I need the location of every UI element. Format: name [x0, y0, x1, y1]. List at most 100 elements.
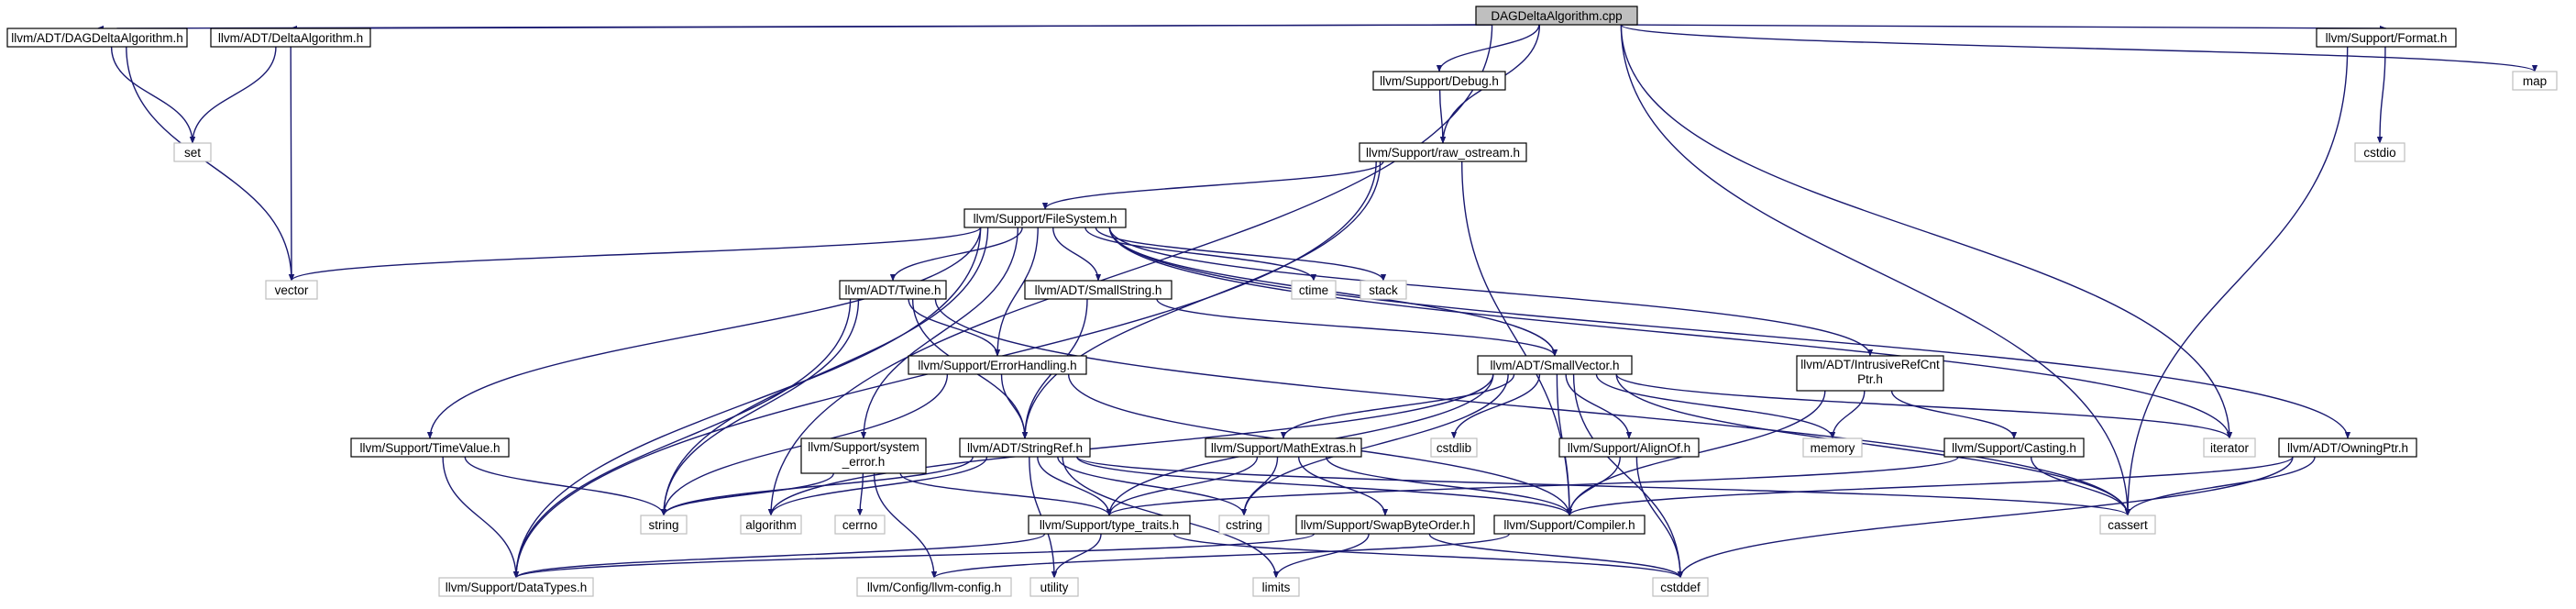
edge-sup_format-to-cstdio: [2376, 46, 2386, 144]
edge-mathextras-to-cstring: [1240, 456, 1279, 516]
node-root[interactable]: DAGDeltaAlgorithm.cpp: [1475, 6, 1638, 26]
node-timevalue[interactable]: llvm/Support/TimeValue.h: [350, 437, 510, 458]
node-casting[interactable]: llvm/Support/Casting.h: [1943, 437, 2085, 458]
node-compiler[interactable]: llvm/Support/Compiler.h: [1493, 515, 1646, 535]
node-box-utility: [1029, 577, 1079, 597]
node-label-owningptr: llvm/ADT/OwningPtr.h: [2287, 441, 2408, 455]
node-label-adt_delta: llvm/ADT/DeltaAlgorithm.h: [218, 31, 363, 45]
node-label-typetraits: llvm/Support/type_traits.h: [1040, 518, 1179, 532]
node-typetraits[interactable]: llvm/Support/type_traits.h: [1028, 515, 1191, 535]
edge-typetraits-to-utility: [1051, 533, 1102, 579]
node-smallvector[interactable]: llvm/ADT/SmallVector.h: [1477, 355, 1633, 375]
node-label-cstddef: cstddef: [1660, 581, 1701, 594]
node-cerrno: cerrno: [834, 515, 886, 535]
edge-filesystem-to-iterator: [1108, 227, 2233, 439]
edge-syserror-to-llvmconfig: [873, 472, 938, 579]
node-box-syserror: [800, 437, 927, 474]
edge-swapbyteorder-to-datatypes: [513, 533, 1316, 579]
edge-owningptr-to-compiler: [1566, 456, 2294, 516]
edge-owningptr-to-cstddef: [1677, 456, 2294, 579]
node-box-sup_debug: [1372, 71, 1506, 91]
edge-twine-to-string: [660, 298, 860, 516]
node-adt_dag[interactable]: llvm/ADT/DAGDeltaAlgorithm.h: [6, 28, 188, 48]
node-box-intrusive: [1796, 355, 1944, 392]
node-filesystem[interactable]: llvm/Support/FileSystem.h: [963, 208, 1127, 228]
edge-alignof-to-compiler: [1566, 456, 1621, 516]
node-memory: memory: [1802, 437, 1863, 458]
node-label-stack: stack: [1369, 283, 1398, 297]
node-label-set: set: [184, 146, 201, 160]
edge-errorhandling-to-stringref: [1000, 373, 1029, 439]
edge-owningptr-to-cassert: [2124, 456, 2316, 516]
edge-root-to-map: [1620, 24, 2537, 72]
edge-compiler-to-llvmconfig: [930, 533, 1511, 579]
node-datatypes: llvm/Support/DataTypes.h: [438, 577, 594, 597]
node-label-smallvector: llvm/ADT/SmallVector.h: [1490, 359, 1619, 372]
node-label-filesystem: llvm/Support/FileSystem.h: [974, 212, 1117, 226]
node-box-adt_delta: [210, 28, 371, 48]
node-box-set: [173, 142, 212, 162]
node-twine[interactable]: llvm/ADT/Twine.h: [839, 280, 947, 300]
node-box-cassert: [2099, 515, 2156, 535]
node-box-cerrno: [834, 515, 886, 535]
edge-filesystem-to-syserror: [860, 227, 1018, 439]
node-label-intrusive-line2: Ptr.h: [1857, 372, 1883, 386]
edge-intrusive-to-memory: [1829, 390, 1866, 439]
node-label-cerrno: cerrno: [842, 518, 877, 532]
edge-swapbyteorder-to-limits: [1272, 533, 1370, 579]
edge-filesystem-to-intrusive: [1108, 227, 1874, 357]
node-stringref[interactable]: llvm/ADT/StringRef.h: [959, 437, 1091, 458]
node-sup_debug[interactable]: llvm/Support/Debug.h: [1372, 71, 1506, 91]
edge-filesystem-to-ctime: [1084, 227, 1317, 282]
edge-filesystem-to-twine: [889, 227, 1023, 282]
node-box-errorhandling: [908, 355, 1087, 375]
node-cassert: cassert: [2099, 515, 2156, 535]
edge-twine-to-cassert: [934, 298, 2131, 516]
edge-mathextras-to-typetraits: [1106, 456, 1259, 516]
edge-mathextras-to-compiler: [1326, 456, 1573, 516]
node-cstdio: cstdio: [2354, 142, 2405, 162]
edge-casting-to-typetraits: [1106, 456, 1959, 516]
node-box-limits: [1252, 577, 1300, 597]
node-box-timevalue: [350, 437, 510, 458]
node-box-adt_dag: [6, 28, 188, 48]
node-box-raw_ostream: [1359, 142, 1527, 162]
node-swapbyteorder[interactable]: llvm/Support/SwapByteOrder.h: [1295, 515, 1475, 535]
edge-alignof-to-cstddef: [1635, 456, 1684, 579]
edge-stringref-to-cstring: [1057, 456, 1248, 516]
edge-intrusive-to-casting: [1890, 390, 2018, 439]
node-label-intrusive: llvm/ADT/IntrusiveRefCnt: [1800, 358, 1940, 371]
node-sup_format[interactable]: llvm/Support/Format.h: [2316, 28, 2457, 48]
node-box-memory: [1802, 437, 1863, 458]
edge-twine-to-errorhandling: [908, 298, 1001, 357]
node-box-ctime: [1291, 280, 1337, 300]
edge-adt_delta-to-set: [189, 46, 277, 144]
node-label-swapbyteorder: llvm/Support/SwapByteOrder.h: [1301, 518, 1470, 532]
edges-layer: [96, 24, 2537, 579]
node-raw_ostream[interactable]: llvm/Support/raw_ostream.h: [1359, 142, 1527, 162]
edge-typetraits-to-datatypes: [512, 533, 1046, 579]
edge-filesystem-to-errorhandling: [994, 227, 1039, 357]
edge-stringref-to-string: [660, 456, 974, 516]
node-label-syserror: llvm/Support/system: [808, 440, 919, 454]
node-owningptr[interactable]: llvm/ADT/OwningPtr.h: [2278, 437, 2417, 458]
node-smallstring[interactable]: llvm/ADT/SmallString.h: [1024, 280, 1172, 300]
node-box-iterator: [2203, 437, 2256, 458]
node-box-owningptr: [2278, 437, 2417, 458]
edge-root-to-algorithm: [767, 24, 1493, 516]
edge-root-to-sup_format: [1621, 24, 2387, 32]
node-syserror[interactable]: llvm/Support/system_error.h: [800, 437, 927, 474]
node-errorhandling[interactable]: llvm/Support/ErrorHandling.h: [908, 355, 1087, 375]
node-limits: limits: [1252, 577, 1300, 597]
node-box-string: [640, 515, 688, 535]
edge-syserror-to-typetraits: [899, 472, 1113, 516]
edge-smallvector-to-mathextras: [1280, 373, 1515, 439]
node-adt_delta[interactable]: llvm/ADT/DeltaAlgorithm.h: [210, 28, 371, 48]
edge-smallvector-to-cstdlib: [1450, 373, 1541, 439]
edge-smallvector-to-cstring: [1240, 373, 1509, 516]
node-label-raw_ostream: llvm/Support/raw_ostream.h: [1366, 146, 1520, 160]
node-alignof[interactable]: llvm/Support/AlignOf.h: [1558, 437, 1700, 458]
node-mathextras[interactable]: llvm/Support/MathExtras.h: [1205, 437, 1362, 458]
node-label-syserror-line2: _error.h: [842, 455, 886, 469]
